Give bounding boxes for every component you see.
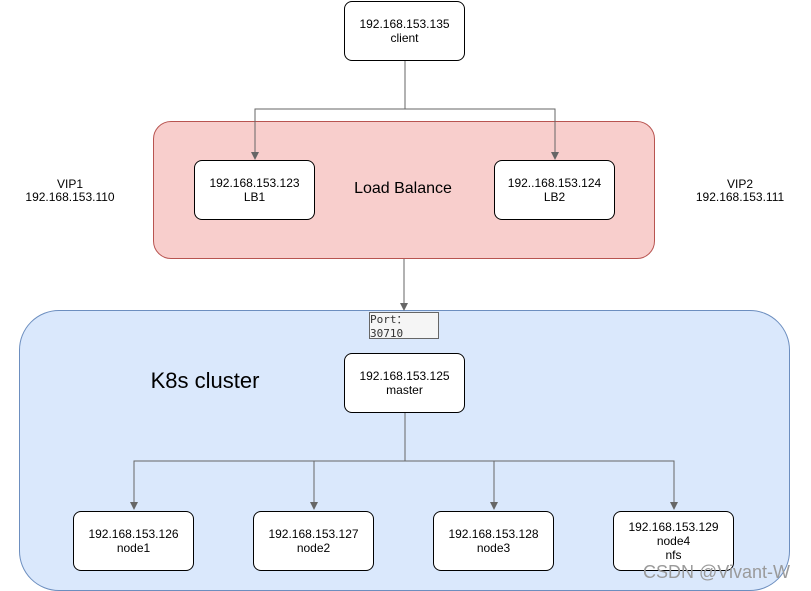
node1-ip: 192.168.153.126 [88, 527, 179, 541]
vip2-title: VIP2 [726, 177, 753, 191]
port-label: Port：30710 [369, 312, 439, 340]
worker-node-3: 192.168.153.128 node3 [433, 511, 554, 571]
master-to-node1-connector [130, 412, 406, 510]
lb1-ip: 192.168.153.123 [209, 176, 300, 190]
client-node: 192.168.153.135 client [344, 1, 465, 61]
lb1-name: LB1 [243, 190, 266, 204]
node2-ip: 192.168.153.127 [268, 527, 359, 541]
vip1-label: VIP1 192.168.153.110 [10, 178, 130, 204]
node3-ip: 192.168.153.128 [448, 527, 539, 541]
master-ip: 192.168.153.125 [359, 369, 450, 383]
vip2-ip: 192.168.153.111 [695, 190, 785, 204]
worker-node-2: 192.168.153.127 node2 [253, 511, 374, 571]
client-to-lb2-connector [405, 108, 559, 160]
lb2-node: 192..168.153.124 LB2 [494, 160, 615, 220]
lb1-node: 192.168.153.123 LB1 [194, 160, 315, 220]
master-name: master [386, 383, 423, 397]
node4-extra: nfs [665, 548, 682, 562]
client-name: client [390, 31, 419, 45]
load-balance-title: Load Balance [354, 180, 452, 197]
master-to-node4-connector [405, 460, 678, 510]
node2-name: node2 [296, 541, 331, 555]
k8s-cluster-title: K8s cluster [150, 368, 260, 393]
lb2-name: LB2 [543, 190, 566, 204]
vip2-label: VIP2 192.168.153.111 [680, 178, 800, 204]
vip1-ip: 192.168.153.110 [25, 190, 115, 204]
vip1-title: VIP1 [56, 177, 83, 191]
client-to-lb1-connector [251, 61, 406, 160]
lb2-ip: 192..168.153.124 [507, 176, 602, 190]
worker-node-4: 192.168.153.129 node4 nfs [613, 511, 734, 571]
csdn-watermark: CSDN @Vivant-W [643, 562, 790, 582]
client-ip: 192.168.153.135 [359, 17, 450, 31]
node3-name: node3 [476, 541, 511, 555]
worker-node-1: 192.168.153.126 node1 [73, 511, 194, 571]
node4-name: node4 [656, 534, 691, 548]
node4-ip: 192.168.153.129 [628, 520, 719, 534]
master-node: 192.168.153.125 master [344, 353, 465, 413]
node1-name: node1 [116, 541, 151, 555]
